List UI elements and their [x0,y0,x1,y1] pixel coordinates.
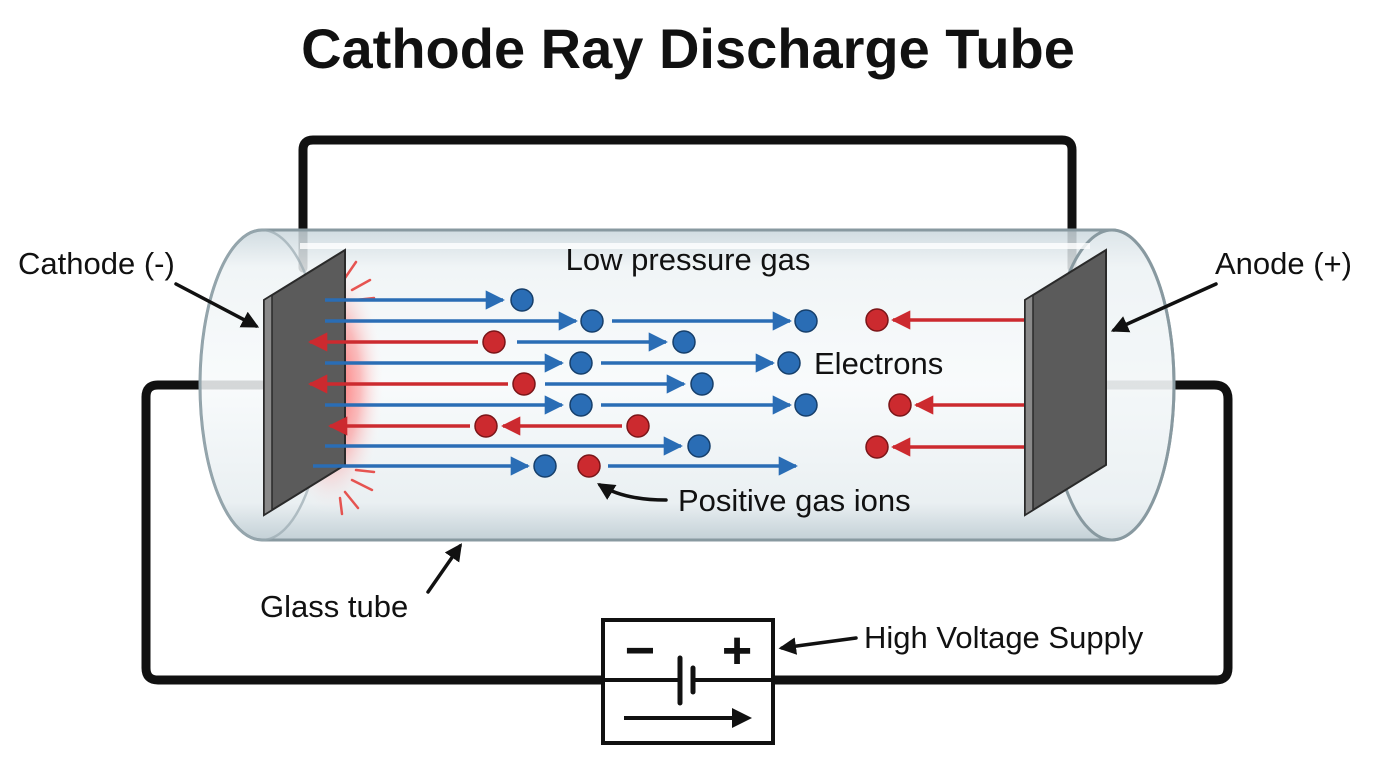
electron-particle [580,309,604,333]
electron-particle [533,454,557,478]
electron-particle [569,393,593,417]
electron-particle [777,351,801,375]
high-voltage-supply-label: High Voltage Supply [864,620,1144,655]
low-pressure-gas-label: Low pressure gas [566,242,811,277]
cathode-label: Cathode (-) [18,246,175,281]
supply-pointer [778,636,858,655]
electron-particle [569,351,593,375]
anode-plate [1024,248,1107,517]
ion-particle [482,330,506,354]
page-title: Cathode Ray Discharge Tube [301,17,1075,80]
electron-beams [313,290,798,476]
electron-particle [687,434,711,458]
battery-icon [601,655,775,706]
circuit-wires [141,135,1233,685]
ion-streams [308,310,1024,457]
electrons-label: Electrons [814,346,943,381]
cathode-pointer [174,282,260,328]
ion-particle [512,372,536,396]
positive-ions-label: Positive gas ions [678,483,911,518]
left-return-wire [141,380,608,685]
electron-particle [794,309,818,333]
electron-particles [510,288,818,478]
top-wire [298,135,1077,273]
pointer-arrows [174,282,1218,655]
glass-tube-pointer [426,543,462,594]
electron-particle [690,372,714,396]
electron-particle [510,288,534,312]
ion-particle [865,308,889,332]
high-voltage-supply: − + [601,618,775,745]
supply-minus-symbol: − [625,622,655,680]
ion-particles [474,308,912,478]
electron-particle [672,330,696,354]
ion-particle [865,435,889,459]
anode-pointer [1110,282,1218,333]
ions-pointer [597,483,668,502]
ion-particle [577,454,601,478]
right-return-wire [768,380,1233,685]
anode-label: Anode (+) [1215,246,1352,281]
ion-particle [888,393,912,417]
ion-particle [474,414,498,438]
glass-tube [198,228,1176,542]
glass-tube-label: Glass tube [260,589,408,624]
electron-particle [794,393,818,417]
supply-plus-symbol: + [722,622,752,680]
ion-particle [626,414,650,438]
glow-rays-bottom [338,468,376,516]
